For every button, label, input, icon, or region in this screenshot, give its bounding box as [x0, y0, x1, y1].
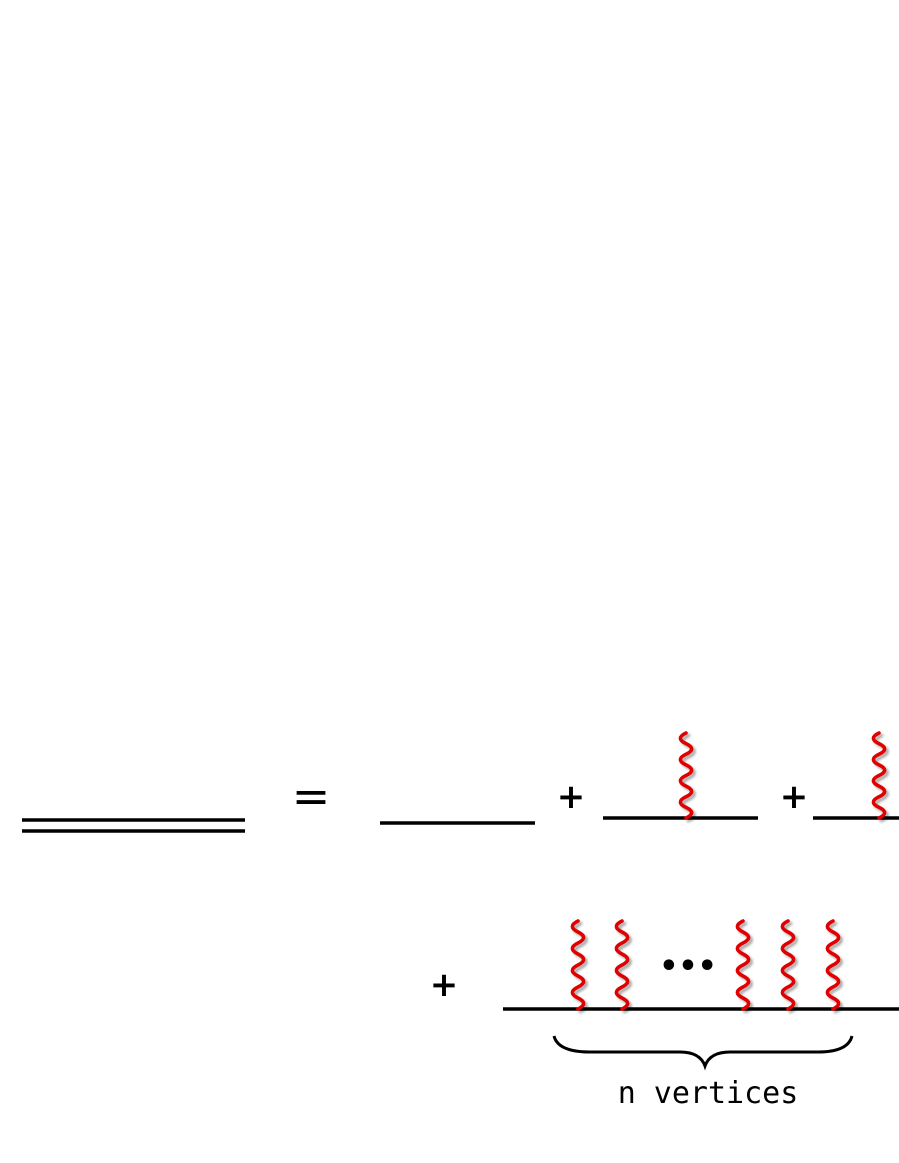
photon-wave [825, 919, 841, 1011]
two-vertex-term [813, 731, 899, 820]
brace-label: n vertices [618, 1076, 799, 1111]
photon-line [871, 731, 887, 820]
photon-wave [780, 919, 796, 1011]
equals-sign: = [292, 769, 331, 823]
photon-wave [614, 919, 630, 1011]
photon-wave [735, 919, 751, 1011]
photon-line [570, 919, 586, 1011]
n-vertex-term: ••• n vertices [503, 919, 899, 1111]
photon-wave [570, 919, 586, 1011]
photon-wave [871, 731, 887, 820]
photon-line [735, 919, 751, 1011]
ellipsis: ••• [659, 949, 717, 984]
photon-line [825, 919, 841, 1011]
plus-sign-1: + [557, 777, 586, 817]
photon-line [678, 731, 694, 820]
plus-sign-3: + [430, 965, 459, 1005]
photon-wave [678, 731, 694, 820]
photon-line [614, 919, 630, 1011]
one-vertex-term [603, 731, 758, 820]
underbrace [552, 1035, 854, 1071]
photon-line [780, 919, 796, 1011]
dressed-propagator [22, 818, 245, 833]
plus-sign-2: + [780, 777, 809, 817]
